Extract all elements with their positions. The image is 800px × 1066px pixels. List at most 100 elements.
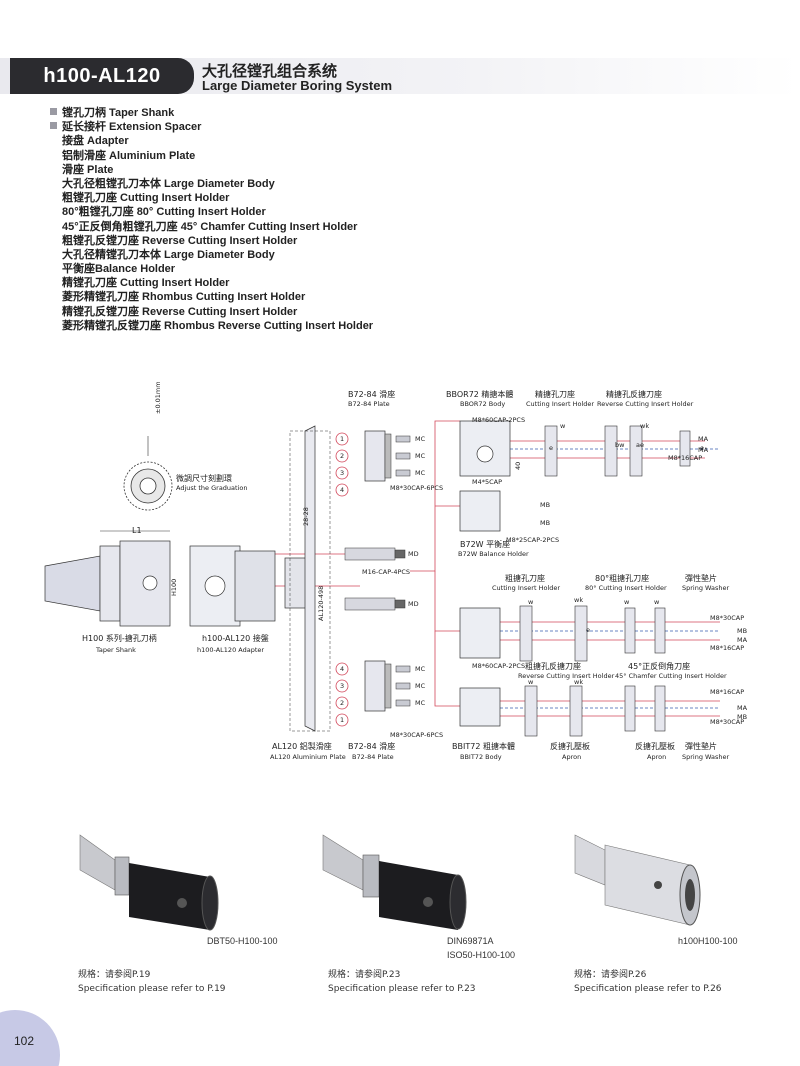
ma-label: MA: [698, 446, 709, 454]
apron2-cn: 反搪孔壓板: [635, 742, 675, 751]
parts-item: 精镗孔反镗刀座 Reverse Cutting Insert Holder: [62, 305, 298, 318]
spring2-cn: 彈性墊片: [685, 742, 717, 751]
spec-en: Specification please refer to P.19: [78, 984, 226, 994]
h100-label: H100: [170, 578, 178, 596]
plate-top-en: B72-84 Plate: [348, 400, 390, 408]
adapter-en: h100-AL120 Adapter: [197, 646, 265, 654]
parts-item: 菱形精镗孔刀座 Rhombus Cutting Insert Holder: [62, 291, 306, 304]
spring2-en: Spring Washer: [682, 753, 730, 761]
shank-en: Taper Shank: [96, 646, 136, 654]
top-plate-drawing: [364, 430, 392, 482]
spec-cn: 规格：请参阅P.19: [78, 970, 151, 980]
plate-bottom-en: B72-84 Plate: [352, 753, 394, 761]
dim-letter: e: [586, 626, 590, 634]
md-label: MD: [408, 600, 419, 608]
rough80-en: 80° Cutting Insert Holder: [585, 584, 667, 592]
pos-num: 2: [340, 452, 345, 460]
l1-label: L1: [132, 526, 142, 535]
section-title-cn: 大孔径镗孔组合系统: [202, 62, 338, 80]
section-code: h100-AL120: [10, 58, 194, 94]
rough-body-drawing: [459, 607, 501, 659]
al-plate-cn: AL120 鋁製滑座: [272, 742, 332, 751]
rough-holder-cn: 粗搪孔刀座: [505, 574, 545, 583]
ma-label: MA: [737, 704, 748, 712]
parts-item: 延长接杆 Extension Spacer: [50, 120, 373, 134]
product-name: DIN69871A: [447, 936, 494, 946]
fine-rev-en: Reverse Cutting Insert Holder: [597, 400, 694, 408]
screw-balance-label: M8*25CAP-2PCS: [506, 536, 560, 544]
screw-30-label: M8*30CAP: [710, 718, 745, 726]
mc-label: MC: [415, 665, 426, 673]
balance-en: B72W Balance Holder: [458, 550, 529, 558]
parts-item: 粗镗孔刀座 Cutting Insert Holder: [62, 192, 230, 205]
assembly-drawing: [44, 420, 720, 737]
parts-item: 大孔径精镗孔刀本体 Large Diameter Body: [62, 248, 275, 261]
dim-40: 40: [514, 461, 522, 470]
bbor-en: BBOR72 Body: [460, 400, 506, 408]
pos-num: 3: [340, 682, 345, 690]
bbor-cn: BBOR72 精搪本體: [446, 390, 514, 399]
taper-shank-drawing: [44, 530, 171, 627]
spec-block: 规格：请参阅P.19 Specification please refer to…: [78, 968, 226, 996]
square-bullet-icon: [50, 108, 57, 115]
plate-bottom-cn: B72-84 滑座: [348, 742, 396, 751]
mc-label: MC: [415, 435, 426, 443]
balance-cn: B72W 平衡座: [460, 540, 511, 549]
mb-label: MB: [737, 713, 748, 721]
mb-label: MB: [540, 519, 551, 527]
graduation-en: Adjust the Graduation: [176, 484, 248, 492]
product-photo-din69871: [322, 834, 467, 930]
pos-num: 3: [340, 469, 345, 477]
graduation-dial: [123, 436, 173, 511]
screw-30-label: M8*30CAP: [710, 614, 745, 622]
mb-label: MB: [737, 627, 748, 635]
assembly-diagram: B72-84 滑座 B72-84 Plate BBOR72 精搪本體 BBOR7…: [40, 381, 760, 766]
al-plate-en: AL120 Aluminium Plate: [270, 753, 346, 761]
ma-label: MA: [737, 636, 748, 644]
section-title-en: Large Diameter Boring System: [202, 78, 393, 93]
mc-label: MC: [415, 469, 426, 477]
apron-en: Apron: [562, 753, 582, 761]
screw-m16-label: M16-CAP-4PCS: [362, 568, 411, 576]
parts-item: 菱形精镗孔反镗刀座 Rhombus Reverse Cutting Insert…: [62, 319, 374, 332]
page-number: 102: [14, 1034, 35, 1048]
position-circles: [335, 432, 349, 727]
dim-letter: ae: [636, 441, 644, 449]
dim-letter: w: [528, 678, 534, 686]
dim-letter: e: [549, 444, 553, 452]
screw-top-label: M8*30CAP-6PCS: [390, 484, 444, 492]
parts-item: 接盘 Adapter: [62, 135, 129, 148]
fine-holders: [544, 425, 691, 477]
parts-item: 滑座 Plate: [62, 163, 114, 176]
fine-holder-en: Cutting Insert Holder: [526, 400, 595, 408]
mc-label: MC: [415, 682, 426, 690]
dim-letter: w: [528, 598, 534, 606]
dim-letter: bw: [615, 441, 625, 449]
parts-item: 大孔径粗镗孔刀本体 Large Diameter Body: [62, 177, 275, 190]
adapter-drawing: [189, 545, 311, 627]
product-photo-h100: [574, 834, 701, 926]
graduation-cn: 微調尺寸刻劃環: [176, 474, 232, 483]
parts-item: 精镗孔刀座 Cutting Insert Holder: [62, 277, 230, 290]
rough-holders: [519, 605, 666, 737]
adapter-cn: h100-AL120 接盤: [202, 634, 269, 643]
plate-top-cn: B72-84 滑座: [348, 390, 396, 399]
bbit72-body-drawing: [459, 687, 501, 727]
pos-num: 1: [340, 716, 345, 724]
spec-cn: 规格：请参阅P.23: [328, 970, 401, 980]
square-bullet-icon: [50, 122, 57, 130]
screw-16-label: M8*16CAP: [710, 644, 745, 652]
rough-rev-cn: 粗搪孔反搪刀座: [525, 662, 581, 671]
chamfer-en: 45° Chamfer Cutting Insert Holder: [615, 672, 727, 680]
spec-block: 规格：请参阅P.23 Specification please refer to…: [328, 968, 476, 996]
dim-letter: wk: [574, 596, 584, 604]
bbit-en: BBIT72 Body: [460, 753, 502, 761]
mc-screws: [395, 435, 411, 707]
product-name-2: ISO50-H100-100: [447, 950, 516, 960]
spring-en: Spring Washer: [682, 584, 730, 592]
fine-rev-cn: 精搪孔反搪刀座: [606, 390, 662, 399]
md-screws: [344, 547, 406, 611]
spec-cn: 规格：请参阅P.26: [574, 970, 647, 980]
parts-item: 45°正反倒角粗镗孔刀座 45° Chamfer Cutting Insert …: [62, 220, 358, 233]
dim-letter: e: [700, 444, 704, 452]
